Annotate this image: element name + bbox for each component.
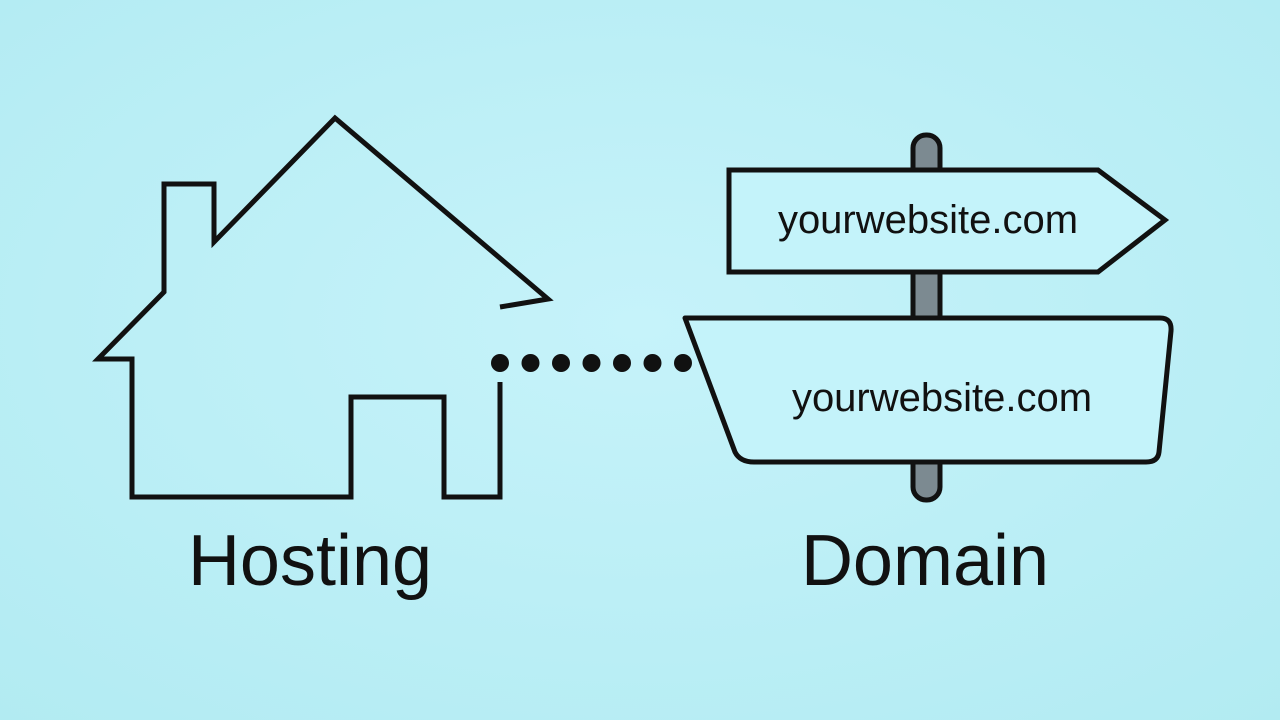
hosting-caption: Hosting (188, 521, 432, 601)
dotted-connector (491, 354, 692, 372)
connector-dot (552, 354, 570, 372)
signpost-icon: yourwebsite.com yourwebsite.com (682, 132, 1174, 503)
connector-dot (643, 354, 662, 372)
sign-arrow: yourwebsite.com (726, 167, 1170, 275)
house-icon (92, 114, 554, 500)
sign-trapezoid: yourwebsite.com (682, 315, 1174, 465)
connector-dot (521, 354, 540, 372)
connector-dot (582, 354, 601, 372)
sign-arrow-text: yourwebsite.com (778, 198, 1078, 242)
sign-trapezoid-text: yourwebsite.com (792, 376, 1092, 420)
connector-dot (674, 354, 692, 372)
connector-dot (613, 354, 631, 372)
domain-caption: Domain (801, 521, 1049, 601)
connector-dot (491, 354, 509, 372)
